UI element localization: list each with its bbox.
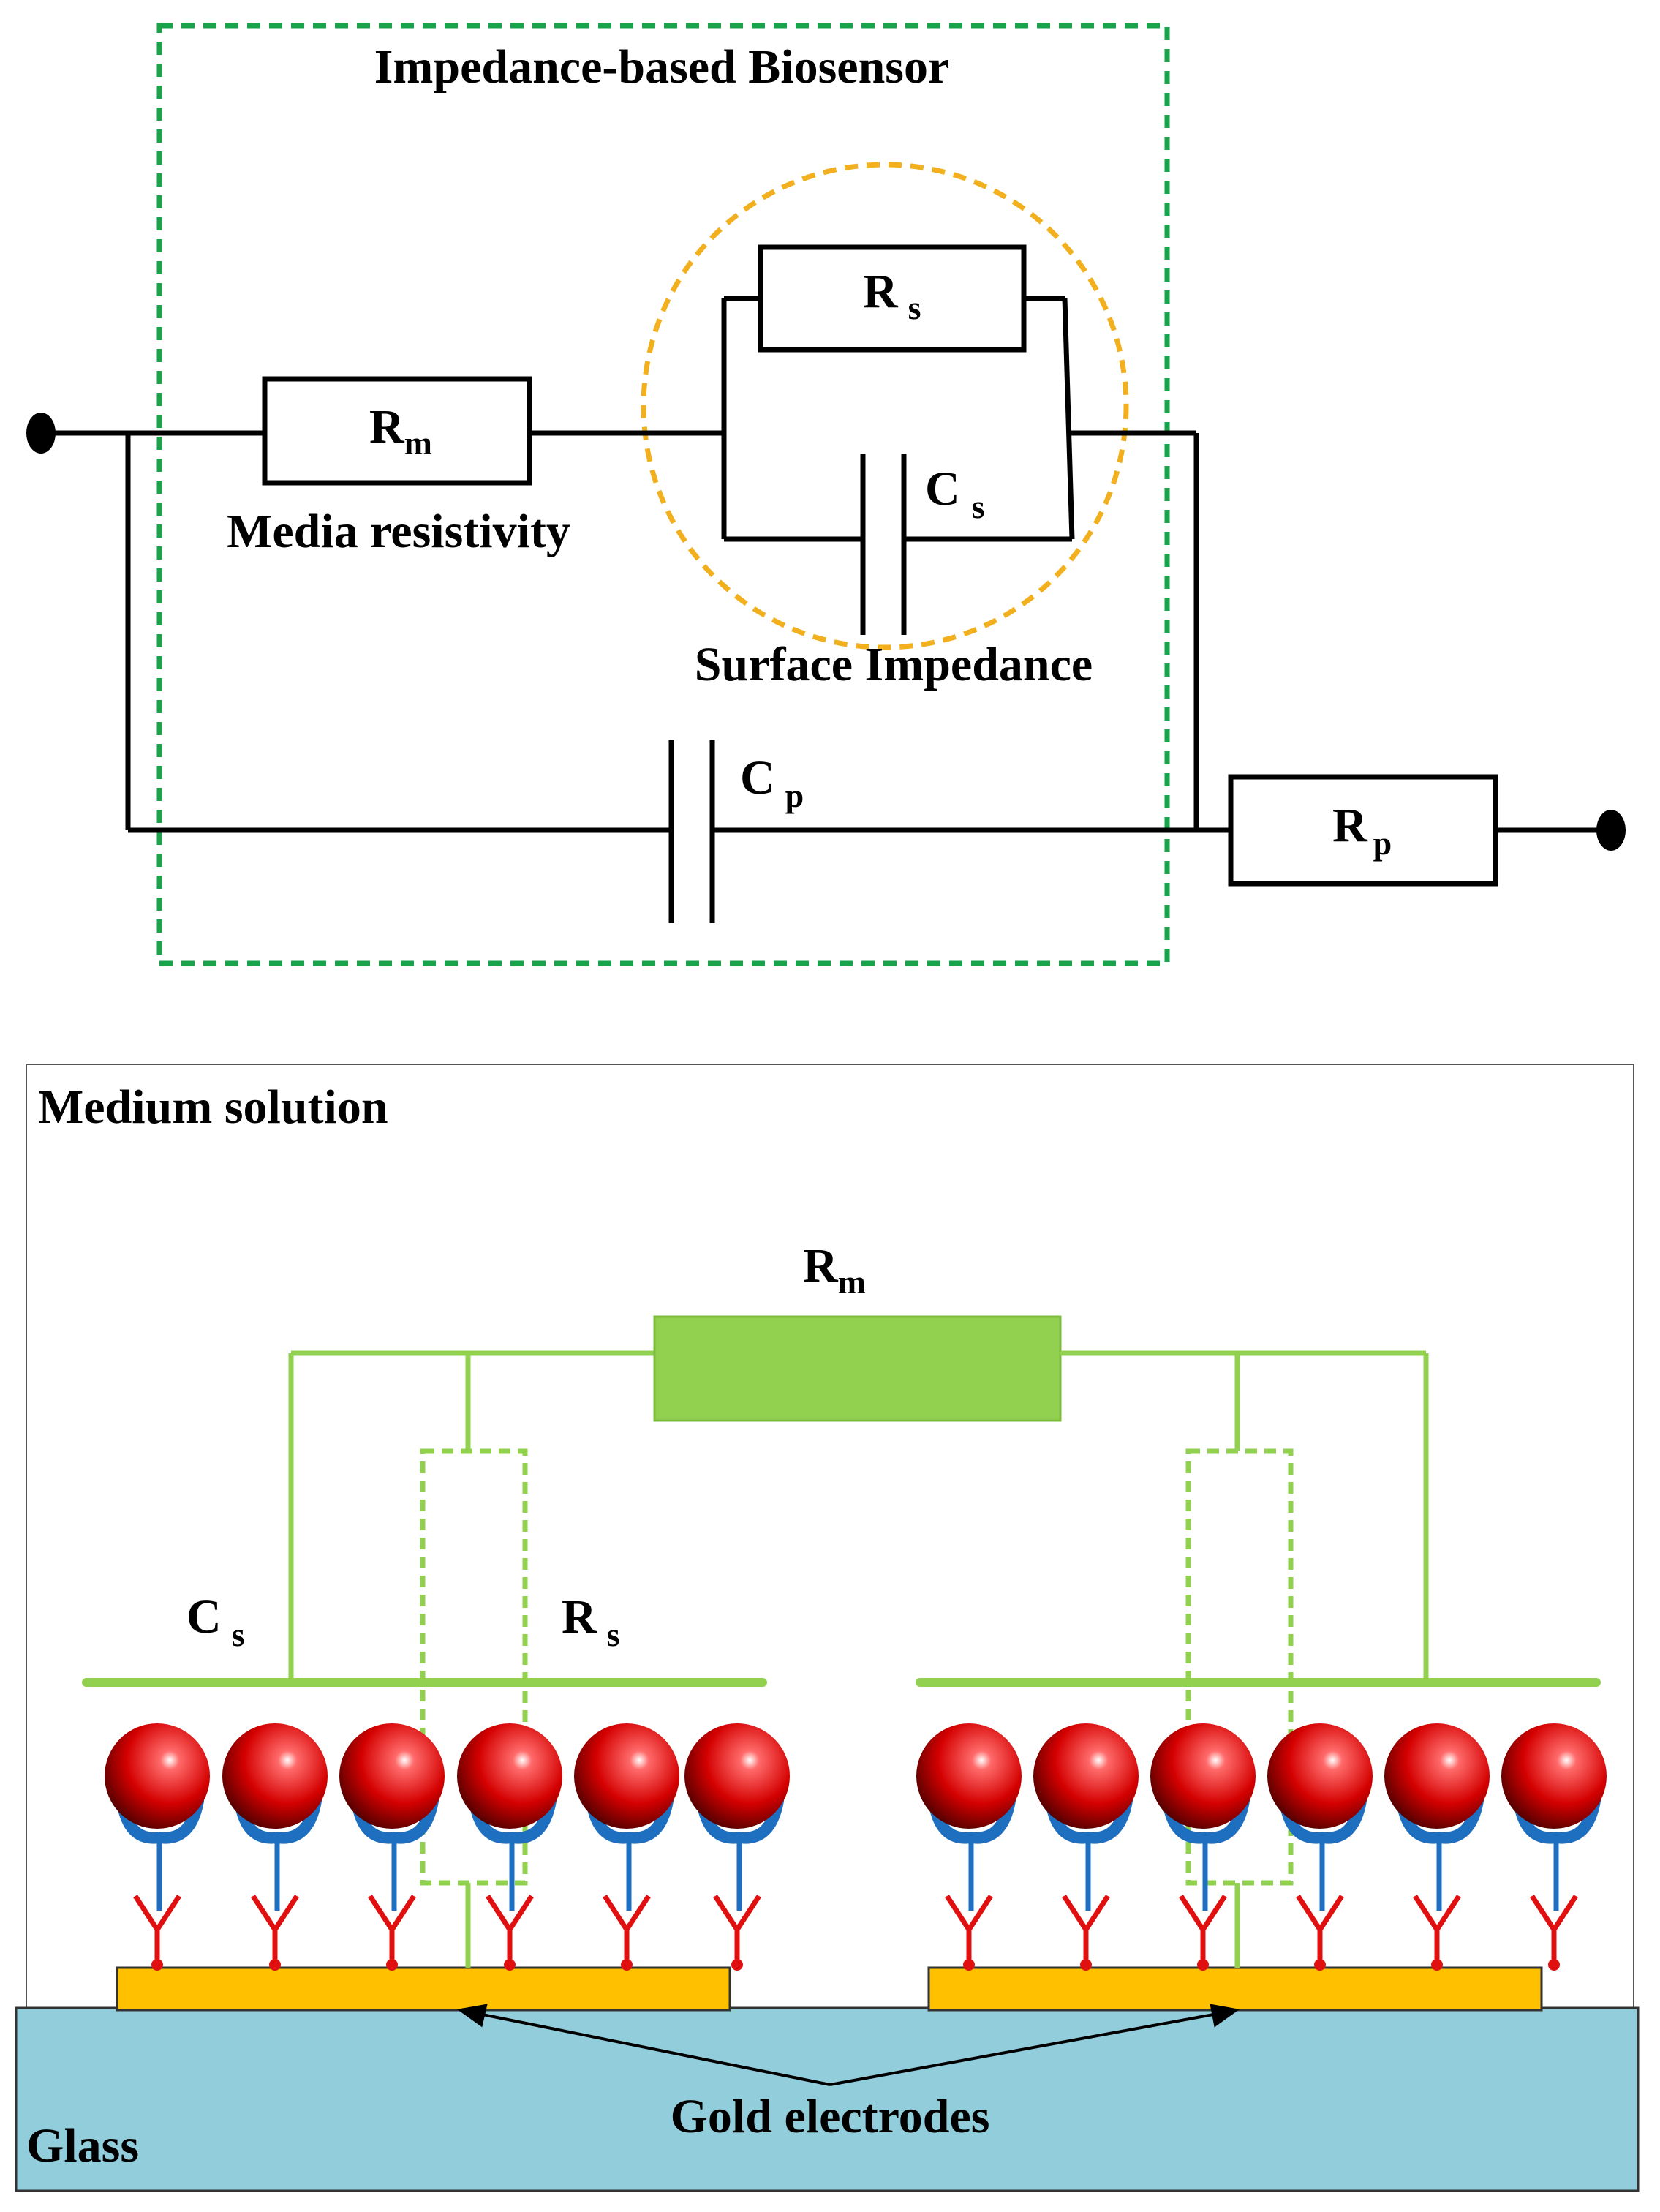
antibody-cup [469, 1795, 557, 1844]
receptor-anchor [386, 1959, 398, 1971]
molecule-unit [457, 1723, 562, 1971]
receptor-arms [713, 1895, 761, 1933]
molecule-unit [222, 1723, 328, 1971]
receptor-arms [368, 1895, 416, 1933]
receptor-arms [1179, 1895, 1227, 1933]
gold-electrode-left [116, 1966, 731, 2012]
antibody-cup [696, 1795, 784, 1844]
rm-block [653, 1315, 1062, 1422]
target-sphere [1267, 1723, 1373, 1829]
receptor-arms [945, 1895, 993, 1933]
receptor-arms [1413, 1895, 1461, 1933]
target-sphere [916, 1723, 1022, 1829]
gold-electrodes-label: Gold electrodes [671, 2090, 990, 2143]
receptor-anchor [1197, 1959, 1209, 1971]
rm-resistor [262, 376, 532, 486]
molecule-unit [684, 1723, 790, 1971]
molecule-unit [105, 1723, 210, 1971]
glass-label: Glass [26, 2119, 139, 2172]
antibody-cup [1396, 1795, 1484, 1844]
molecule-layer [105, 1723, 1607, 1971]
molecule-unit [574, 1723, 679, 1971]
antibody-cup [1162, 1795, 1250, 1844]
antibody-cup [234, 1795, 322, 1844]
receptor-anchor [269, 1959, 281, 1971]
receptor-arms [1530, 1895, 1578, 1933]
rm-label: Rm [369, 400, 432, 462]
medium-solution-label: Medium solution [38, 1080, 388, 1134]
rs-resistor [758, 244, 1027, 353]
receptor-anchor [963, 1959, 975, 1971]
antibody-cup [1513, 1795, 1601, 1844]
receptor-arms [603, 1895, 651, 1933]
receptor-arms [1062, 1895, 1110, 1933]
antibody-cup [586, 1795, 674, 1844]
molecule-unit [916, 1723, 1022, 1971]
antibody-cup [351, 1795, 439, 1844]
antibody-cup [1279, 1795, 1367, 1844]
molecule-unit [1384, 1723, 1490, 1971]
target-sphere [574, 1723, 679, 1829]
target-sphere [1501, 1723, 1607, 1829]
receptor-anchor [1548, 1959, 1560, 1971]
surface-impedance-label: Surface Impedance [695, 638, 1093, 691]
target-sphere [1033, 1723, 1139, 1829]
receptor-anchor [1314, 1959, 1326, 1971]
medium-solution-box [26, 1064, 1634, 2009]
glass-substrate [15, 2006, 1640, 2192]
gold-electrode-right [927, 1966, 1543, 2012]
surface-impedance-boundary [641, 162, 1129, 650]
receptor-anchor [1431, 1959, 1443, 1971]
antibody-cup [928, 1795, 1016, 1844]
green-circuit [82, 1315, 1601, 1968]
antibody-cup [116, 1795, 204, 1844]
arrow-head-left [456, 2004, 488, 2028]
rp-resistor [1228, 774, 1498, 887]
target-sphere [339, 1723, 445, 1829]
equivalent-circuit [26, 23, 1626, 966]
wire [1062, 298, 1075, 540]
molecule-unit [1267, 1723, 1373, 1971]
rm-cell-label: Rm [803, 1239, 866, 1301]
molecule-unit [1033, 1723, 1139, 1971]
receptor-anchor [151, 1959, 163, 1971]
sensor-cell [15, 1064, 1640, 2192]
target-sphere [1150, 1723, 1256, 1829]
electrode-arrows [456, 2004, 1240, 2086]
receptor-anchor [1080, 1959, 1092, 1971]
target-sphere [457, 1723, 562, 1829]
target-sphere [1384, 1723, 1490, 1829]
receptor-arms [486, 1895, 534, 1933]
molecule-unit [1150, 1723, 1256, 1971]
receptor-anchor [621, 1959, 633, 1971]
target-sphere [105, 1723, 210, 1829]
antibody-cup [1045, 1795, 1133, 1844]
biosensor-title: Impedance-based Biosensor [374, 40, 950, 94]
receptor-anchor [731, 1959, 743, 1971]
target-sphere [684, 1723, 790, 1829]
receptor-anchor [504, 1959, 516, 1971]
biosensor-boundary [156, 23, 1170, 966]
molecule-unit [1501, 1723, 1607, 1971]
media-resistivity-label: Media resistivity [227, 505, 570, 558]
molecule-unit [339, 1723, 445, 1971]
target-sphere [222, 1723, 328, 1829]
receptor-arms [1296, 1895, 1344, 1933]
arrow-head-right [1210, 2004, 1240, 2028]
receptor-arms [251, 1895, 299, 1933]
receptor-arms [133, 1895, 181, 1933]
